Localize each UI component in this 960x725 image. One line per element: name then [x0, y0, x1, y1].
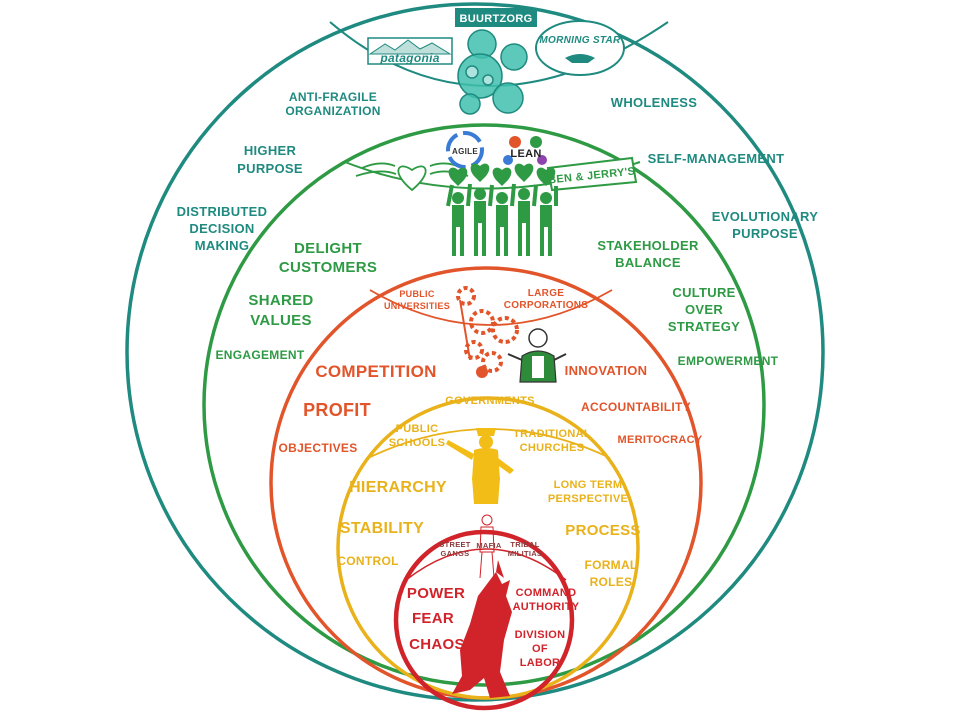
label-large-corp-1: LARGE [528, 288, 565, 299]
label-stability: STABILITY [340, 520, 424, 537]
label-militias: MILITIAS [508, 549, 542, 558]
label-hierarchy: HIERARCHY [349, 479, 447, 496]
guard-figure-icon [446, 428, 514, 504]
buurtzorg-logo-text: BUURTZORG [460, 13, 533, 25]
label-authority: AUTHORITY [513, 601, 580, 613]
buurtzorg-logo: BUURTZORG [455, 8, 537, 27]
businessman-icon [507, 328, 567, 383]
people-holding-hearts-icon [446, 163, 558, 256]
label-formal: FORMAL [584, 558, 637, 572]
label-objectives: OBJECTIVES [278, 441, 357, 455]
label-perspective: PERSPECTIVE [548, 493, 628, 505]
label-division: DIVISION [515, 629, 566, 641]
lean-logo-text: LEAN [510, 148, 541, 160]
label-purpose-2: PURPOSE [732, 226, 798, 241]
label-stakeholder: STAKEHOLDER [597, 238, 699, 253]
bubble-cluster-icon [457, 29, 528, 115]
label-delight: DELIGHT [294, 240, 362, 257]
label-gangs: GANGS [440, 549, 469, 558]
patagonia-logo-text: patagonia [379, 51, 439, 65]
label-public-univ-2: UNIVERSITIES [384, 301, 450, 311]
label-distributed: DISTRIBUTED [177, 204, 268, 219]
label-roles: ROLES [590, 575, 633, 589]
label-governments: GOVERNMENTS [445, 395, 534, 407]
label-public-schools-1: PUBLIC [396, 423, 439, 435]
label-street: STREET [439, 540, 471, 549]
label-over: OVER [685, 302, 723, 317]
label-traditional: TRADITIONAL [513, 428, 591, 440]
label-meritocracy: MERITOCRACY [618, 434, 703, 446]
label-purpose-1: PURPOSE [237, 161, 303, 176]
label-making: MAKING [195, 238, 250, 253]
label-long-term: LONG TERM [554, 479, 623, 491]
label-wholeness: WHOLENESS [611, 95, 698, 110]
lean-logo: LEAN [503, 136, 547, 165]
label-higher: HIGHER [244, 143, 297, 158]
label-anti-fragile: ANTI-FRAGILE [289, 90, 377, 104]
label-evolutionary: EVOLUTIONARY [712, 209, 818, 224]
patagonia-logo: patagonia [367, 37, 453, 65]
morning-star-logo-text: MORNING STAR [539, 35, 621, 46]
label-fear: FEAR [412, 610, 454, 627]
label-values: VALUES [250, 312, 312, 329]
label-mafia: MAFIA [476, 541, 502, 550]
label-command: COMMAND [516, 587, 577, 599]
label-competition: COMPETITION [315, 362, 436, 381]
label-profit: PROFIT [303, 400, 371, 420]
label-accountability: ACCOUNTABILITY [581, 400, 691, 414]
sketch-figure-icon [479, 514, 495, 579]
orange-logo-band-arc [369, 289, 613, 326]
label-public-schools-2: SCHOOLS [389, 437, 446, 449]
label-decision: DECISION [189, 221, 254, 236]
label-chaos: CHAOS [409, 636, 465, 653]
label-customers: CUSTOMERS [279, 259, 377, 276]
label-churches: CHURCHES [520, 442, 585, 454]
teal-circle [125, 2, 825, 702]
ben-jerrys-logo: BEN & JERRY'S [546, 156, 638, 192]
label-large-corp-2: CORPORATIONS [504, 300, 589, 311]
label-strategy: STRATEGY [668, 319, 740, 334]
label-self-management: SELF-MANAGEMENT [648, 151, 785, 166]
amber-circle [336, 396, 640, 700]
label-public-univ-1: PUBLIC [399, 289, 434, 299]
wolf-icon [452, 560, 512, 698]
agile-logo: AGILE [446, 131, 484, 169]
label-balance: BALANCE [615, 255, 681, 270]
label-innovation: INNOVATION [565, 363, 648, 378]
label-control: CONTROL [337, 554, 398, 568]
green-circle [202, 123, 766, 687]
red-circle [393, 529, 575, 711]
label-empowerment: EMPOWERMENT [678, 354, 779, 368]
label-engagement: ENGAGEMENT [215, 348, 304, 362]
label-process: PROCESS [565, 522, 640, 539]
label-organization: ORGANIZATION [285, 104, 380, 118]
label-of: OF [532, 643, 548, 655]
label-labor: LABOR [520, 657, 561, 669]
label-tribal: TRIBAL [510, 540, 539, 549]
gears-icon [456, 286, 519, 378]
label-culture: CULTURE [672, 285, 735, 300]
morning-star-logo: MORNING STAR [535, 20, 625, 76]
label-shared: SHARED [248, 292, 313, 309]
label-power: POWER [407, 585, 465, 602]
agile-logo-text: AGILE [452, 147, 478, 156]
red-band-arc [405, 548, 567, 581]
